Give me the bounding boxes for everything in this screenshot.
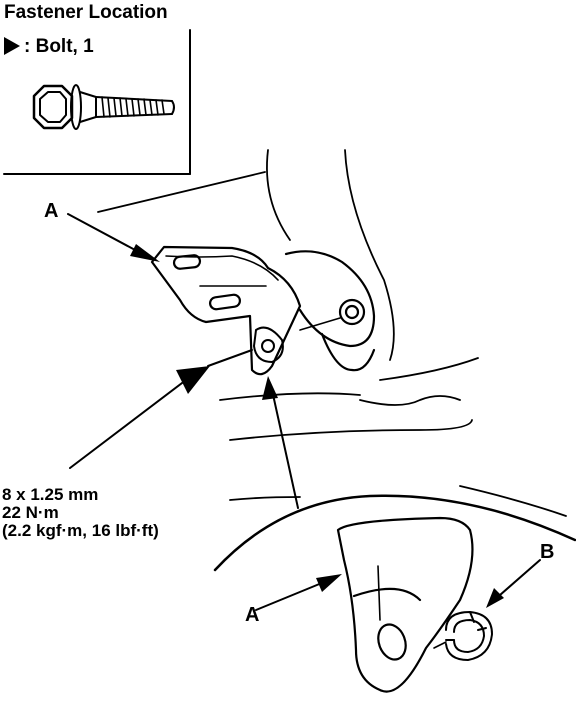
body-panel	[97, 149, 567, 517]
clip-b	[433, 611, 493, 661]
legend-text: : Bolt, 1	[24, 36, 94, 57]
fastener-legend: : Bolt, 1	[4, 36, 94, 58]
bracket-bolt	[253, 326, 284, 363]
triangle-pointer-icon	[4, 37, 20, 55]
bolt-location-pointer	[176, 366, 210, 394]
diagram-title: Fastener Location	[4, 2, 168, 23]
upper-bracket	[150, 245, 302, 376]
callout-a-upper: A	[44, 200, 59, 222]
bolt-icon	[32, 84, 175, 130]
bolt-torque-alt: (2.2 kgf·m, 16 lbf·ft)	[2, 521, 159, 540]
callout-b: B	[540, 541, 555, 563]
lower-bracket	[336, 516, 474, 693]
callout-a-lower: A	[245, 604, 260, 626]
arrowheads	[130, 244, 504, 608]
leader-lines	[67, 213, 541, 611]
bolt-torque-nm: 22 N·m	[2, 503, 59, 522]
bolt-spec: 8 x 1.25 mm 22 N·m (2.2 kgf·m, 16 lbf·ft…	[2, 486, 159, 540]
mount-hub	[284, 250, 376, 372]
fender-curve	[213, 494, 576, 572]
bolt-size: 8 x 1.25 mm	[2, 485, 99, 504]
fastener-box	[3, 29, 191, 175]
